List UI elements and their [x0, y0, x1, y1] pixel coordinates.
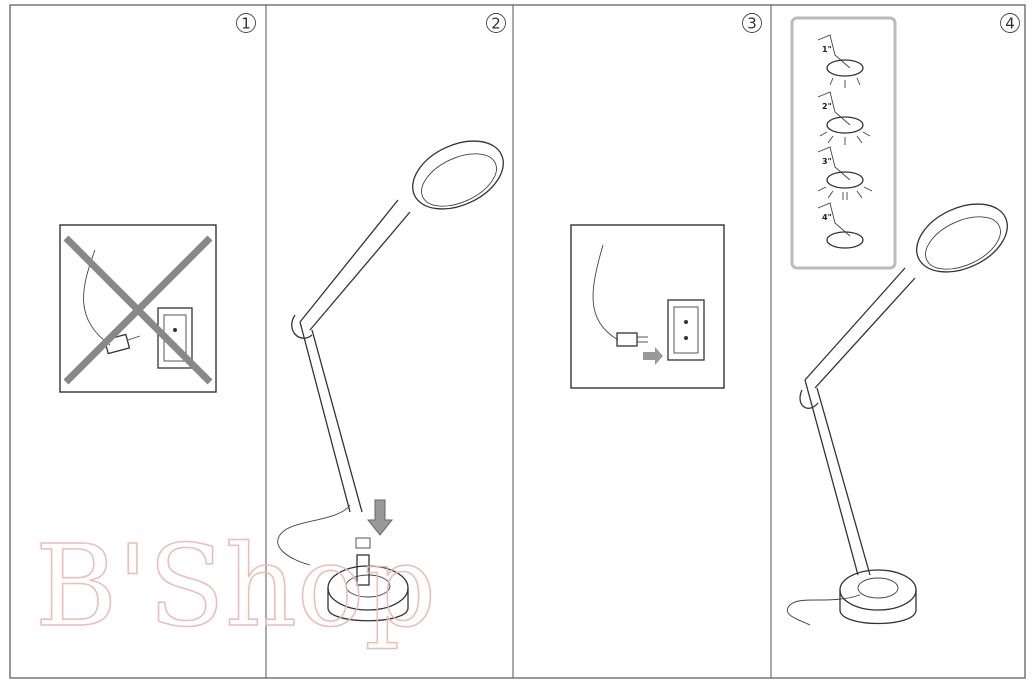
svg-text:4: 4 [1005, 15, 1015, 33]
svg-text:1: 1 [241, 15, 251, 33]
watermark: B'Shop [35, 522, 436, 652]
svg-text:4": 4" [822, 213, 832, 222]
arrow-down-icon [366, 499, 394, 536]
svg-text:1": 1" [822, 45, 832, 54]
svg-text:3: 3 [747, 15, 757, 33]
dimmer-level-4: 4" [817, 202, 864, 249]
dimmer-level-2: 2" [817, 91, 871, 145]
dimmer-level-1: 1" [817, 34, 864, 88]
step-number-1: 1 [236, 13, 256, 33]
step-number-3: 3 [742, 13, 762, 33]
outer-frame [9, 4, 1026, 679]
svg-text:2: 2 [491, 15, 501, 33]
plug-in-illustration [570, 224, 725, 389]
dimmer-level-3: 3" [817, 146, 873, 200]
assembled-lamp-illustration [787, 203, 1008, 626]
dimmer-levels-inset: 1" 2" 3" 4" [790, 16, 897, 270]
arrow-right-icon [643, 347, 663, 365]
svg-text:3": 3" [822, 157, 832, 166]
lamp-assembly-illustration [277, 140, 504, 622]
svg-text:2": 2" [822, 102, 832, 111]
step-number-2: 2 [486, 13, 506, 33]
prohibited-unplug-illustration [59, 224, 217, 393]
step-number-4: 4 [1000, 13, 1020, 33]
